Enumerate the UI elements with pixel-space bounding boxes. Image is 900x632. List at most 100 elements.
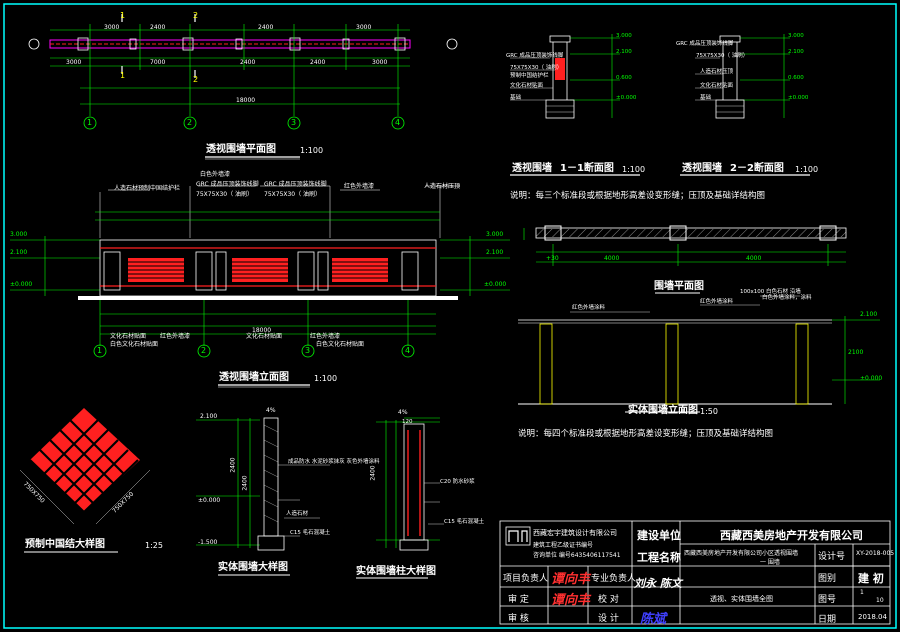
tb-project-label: 工程名称 [637, 551, 681, 564]
solid-plan-dim-1: +30 [546, 255, 559, 262]
solid-wall-elevation [518, 295, 880, 413]
elev-label-top-1: 人造石材预制中国结护栏 [114, 185, 181, 192]
sec-right-label-2: 75X75X30（ 油刷） [696, 53, 749, 59]
elev-label-bottom-2: 红色外墙漆 [160, 333, 191, 340]
tb-project: 西藏西美房地产开发有限公司小区透视围墙 [684, 550, 799, 557]
wall-detail [196, 417, 330, 576]
tb-sheet-label: 图号 [818, 595, 837, 605]
elev-axis-4: 4 [405, 346, 411, 355]
solid-elev-title: 实体围墙立面图 [628, 405, 698, 416]
plan-dim-row2-3: 2400 [240, 59, 256, 66]
section-mark-1-bottom: 1 [120, 71, 126, 80]
sec-left-level-3: 0.600 [616, 75, 632, 81]
solid-plan-dim-3: 4000 [746, 255, 762, 262]
sec-right-label-1: GRC 成品压顶装饰线脚 [676, 41, 734, 47]
section2-title: 透视围墙 [682, 163, 722, 174]
knot-title: 预制中国结大样图 [25, 539, 105, 550]
plan-dim-total: 18000 [236, 97, 256, 104]
drawing-frame [3, 3, 897, 629]
elev-bottom-note-1: 白色文化石材贴面 [110, 341, 159, 348]
wall-detail-label-2: 成品防水 水泥砂浆抹灰 灰色外墙涂料 [288, 459, 380, 465]
tb-sheet-total: 10 [876, 597, 884, 604]
plan-axis-1: 1 [87, 118, 93, 127]
sec-left-label-5: 基础 [510, 95, 522, 101]
tb-company-sub2: 咨询单位 编号6435406117541 [533, 552, 621, 559]
sec-left-label-4: 文化石材贴面 [510, 83, 544, 89]
signature-blue: 陈斌 [640, 612, 667, 627]
sec-right-level-4: ±0.000 [788, 95, 809, 101]
solid-elev-level-2: ±0.000 [860, 375, 883, 382]
title-block-frame [499, 520, 891, 625]
tb-date: 2018.04 [858, 613, 887, 621]
wall-detail-dim-2: 2400 [241, 475, 249, 491]
solid-plan-dim-2: 4000 [604, 255, 620, 262]
column-detail-dim-1: 120 [402, 419, 413, 425]
elev-label-bottom-1: 文化石材贴面 [110, 333, 147, 340]
tb-design-no: XY-2018-005 [856, 550, 895, 557]
section1-title: 透视围墙 [512, 163, 552, 174]
plan-dim-row2-5: 3000 [372, 59, 388, 66]
elevation-title: 透视围墙立面图 [219, 372, 289, 383]
column-detail-label-1: 4% [398, 409, 408, 416]
solid-elev-scale: 1:50 [700, 407, 718, 416]
elev-label-top-3: GRC 成品压顶装饰线脚 [264, 181, 327, 188]
elev-label-bottom-4: 红色外墙漆 [310, 333, 341, 340]
plan-dim-row2-1: 3000 [66, 59, 82, 66]
elev-label-top-4: 红色外墙漆 [344, 183, 375, 190]
elev-axis-1: 1 [97, 346, 103, 355]
solid-wall-plan [523, 225, 847, 294]
section-note: 说明：每三个标准段或根据地形高差设变形缝；压顶及基础详结构图 [510, 191, 766, 201]
elev-axis-2: 2 [201, 346, 207, 355]
tb-row3-left: 审 核 [508, 614, 529, 624]
solid-elev-label-4: 白色外墙涂料，涂料 [762, 295, 812, 301]
plan-title: 透视围墙平面图 [206, 144, 276, 155]
wall-detail-title: 实体围墙大样图 [218, 562, 288, 573]
plan-axis-2: 2 [187, 118, 193, 127]
column-detail [356, 417, 444, 579]
plan-dim-top-4: 3000 [356, 24, 372, 31]
wall-detail-level-3: -1.500 [198, 539, 218, 546]
knot-scale: 1:25 [145, 541, 163, 550]
column-detail-label-2: C20 防水砂浆 [440, 479, 475, 485]
section-mark-2-top: 2 [193, 11, 199, 20]
plan-dim-top-3: 2400 [258, 24, 274, 31]
signature-black: 刘永 陈文 [634, 577, 682, 590]
sec-left-label-2: 75X75X30（ 油刷） [510, 65, 563, 71]
sec-right-level-1: 3.000 [788, 33, 804, 39]
sec-right-label-3: 人造石材压顶 [700, 69, 734, 75]
tb-company-name: 西藏宏宇建筑设计有限公司 [533, 529, 617, 537]
tb-row1-left: 项目负责人 [503, 574, 549, 584]
section-mark-1-top: 1 [120, 11, 126, 20]
elev-bottom-dim: 18000 [252, 327, 272, 334]
plan-scale: 1:100 [300, 146, 324, 155]
elev-level-right-3: ±0.000 [484, 281, 507, 288]
sec-right-label-5: 基础 [700, 95, 712, 101]
tb-row2-left: 审 定 [508, 595, 529, 605]
tb-row3-right: 设 计 [598, 614, 619, 624]
elev-level-left-2: 2.100 [10, 249, 28, 256]
sec-right-level-2: 2.100 [788, 49, 804, 55]
sec-right-level-3: 0.600 [788, 75, 804, 81]
tb-project-sub: 一 围墙 [760, 559, 780, 566]
elev-axis-3: 3 [305, 346, 311, 355]
wall-detail-dim-1: 2400 [229, 457, 237, 473]
elev-level-right-2: 2.100 [486, 249, 504, 256]
solid-elev-label-1: 红色外墙涂料 [572, 305, 606, 311]
column-detail-title: 实体围墙柱大样图 [356, 566, 436, 577]
wall-detail-label-3: 人造石材 [286, 511, 309, 517]
solid-elev-label-3: 100x100 白色石材 沿墙 [740, 289, 801, 295]
elev-level-left-1: 3.000 [10, 231, 28, 238]
elev-label-top-5: 人造石材压顶 [424, 183, 461, 190]
elev-label-bottom-3: 文化石材贴面 [246, 333, 283, 340]
elev-label-top2-3: 75X75X30（ 油刷） [264, 191, 322, 198]
tb-drawing-name: 透视、实体围墙全图 [710, 595, 773, 603]
tb-build-unit: 西藏西美房地产开发有限公司 [720, 529, 863, 542]
chinese-knot-detail [19, 408, 151, 553]
sec-left-label-3: 预制中国结护栏 [510, 73, 549, 79]
wall-detail-label-4: C15 毛石混凝土 [290, 530, 331, 536]
elev-level-left-3: ±0.000 [10, 281, 33, 288]
solid-elev-label-2: 红色外墙涂料 [700, 299, 734, 305]
solid-plan-title: 围墙平面图 [654, 281, 704, 292]
elev-label-top2-2: 75X75X30（ 油刷） [196, 191, 254, 198]
